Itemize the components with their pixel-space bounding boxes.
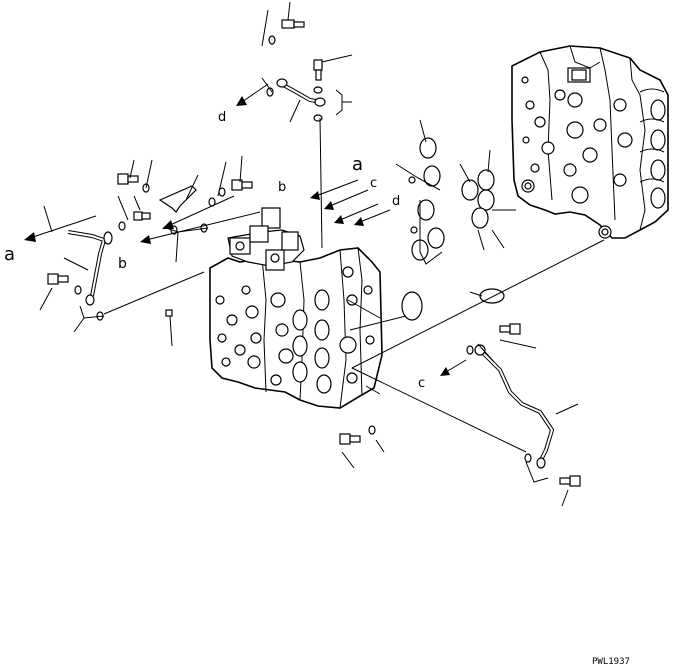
bolt-icon <box>339 433 361 445</box>
callout-b-left: b <box>118 256 127 272</box>
callout-d-top: d <box>392 194 400 209</box>
callout-b-top: b <box>278 180 286 195</box>
right-valve-block <box>511 45 669 239</box>
callout-a-top: a <box>352 154 363 175</box>
top-pipe <box>276 78 326 107</box>
callout-c-top: c <box>370 176 377 191</box>
bolt-icon <box>117 173 139 185</box>
callout-d-upper: d <box>218 110 226 125</box>
callout-a-left: a <box>4 244 15 265</box>
bolt-icon <box>313 59 323 81</box>
leader-lines <box>39 1 605 507</box>
bolt-icon <box>133 211 151 221</box>
bolt-icon <box>47 273 69 285</box>
callout-c-bottom: c <box>418 376 425 391</box>
main-valve-block <box>209 207 383 409</box>
right-pipe <box>474 344 555 469</box>
bolt-icon <box>165 309 173 317</box>
callout-labels: a b a b c d d c <box>4 110 425 391</box>
bolt-icon <box>281 19 305 29</box>
seal-ring-icon <box>401 137 505 321</box>
bolt-icon <box>559 475 581 487</box>
drawing-code: PWL1937 <box>592 657 630 667</box>
bolt-icon <box>231 179 253 191</box>
small-bracket <box>158 185 197 213</box>
left-pipe <box>67 230 113 306</box>
bolt-icon <box>499 323 521 335</box>
arrow-icon <box>24 83 467 376</box>
